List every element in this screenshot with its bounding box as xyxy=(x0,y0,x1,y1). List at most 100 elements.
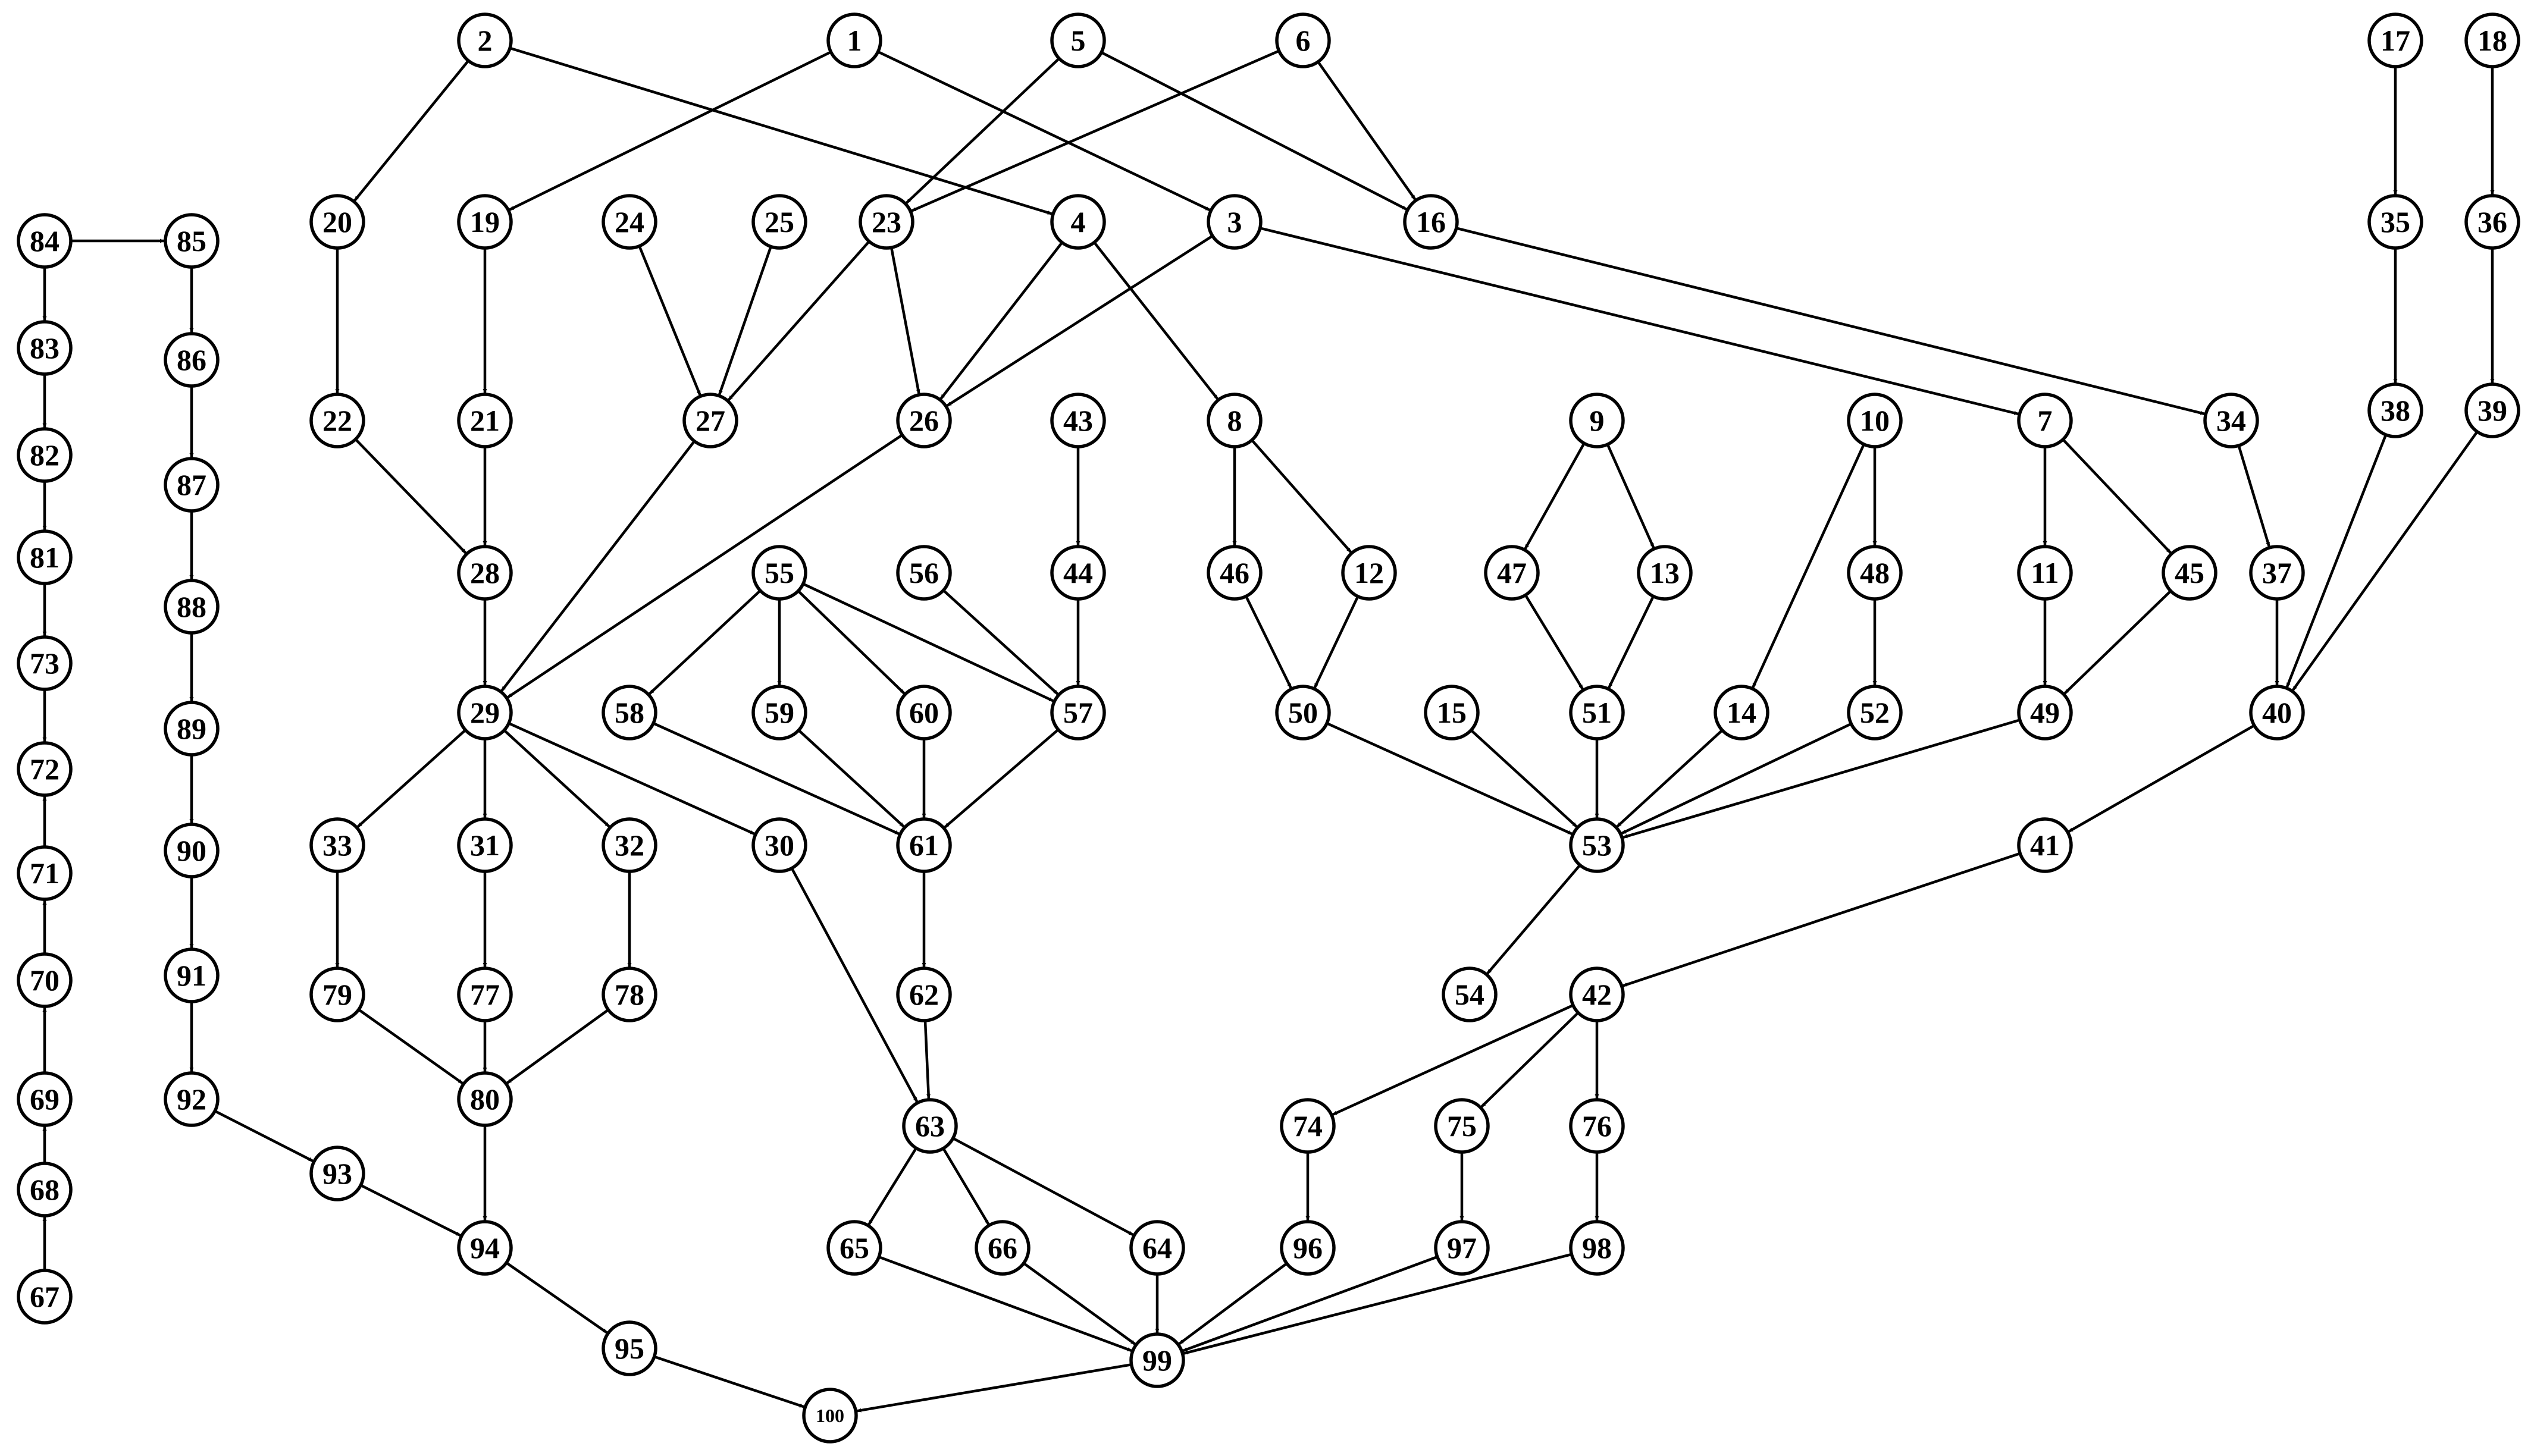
node-circle xyxy=(1207,545,1263,601)
node-label: 100 xyxy=(816,1405,844,1426)
node-label: 5 xyxy=(1071,24,1086,57)
node-label: 14 xyxy=(1727,696,1756,729)
node-circle xyxy=(896,967,952,1022)
edge-8-to-12 xyxy=(1251,439,1352,553)
node-circle xyxy=(457,967,513,1022)
node-circle xyxy=(1275,12,1331,68)
node-41: 41 xyxy=(2017,817,2073,873)
node-10: 10 xyxy=(1847,393,1903,448)
node-91: 91 xyxy=(164,947,220,1003)
node-label: 84 xyxy=(30,224,59,258)
node-label: 41 xyxy=(2030,829,2060,862)
node-label: 27 xyxy=(696,404,725,437)
node-circle xyxy=(17,741,73,797)
edge-41-to-42 xyxy=(1622,852,2021,987)
node-51: 51 xyxy=(1569,685,1625,740)
node-circle xyxy=(1050,685,1106,740)
node-circle xyxy=(1569,393,1625,448)
node-57: 57 xyxy=(1050,685,1106,740)
node-label: 50 xyxy=(1288,696,1318,729)
node-circle xyxy=(1847,393,1903,448)
node-label: 74 xyxy=(1293,1109,1323,1143)
node-label: 19 xyxy=(470,205,500,239)
node-label: 57 xyxy=(1063,696,1093,729)
node-label: 26 xyxy=(909,404,939,437)
node-67: 67 xyxy=(17,1269,73,1325)
node-circle xyxy=(457,685,513,740)
node-circle xyxy=(826,1220,882,1276)
node-circle xyxy=(309,817,365,873)
node-label: 31 xyxy=(470,829,500,862)
node-label: 47 xyxy=(1497,556,1527,589)
node-21: 21 xyxy=(457,393,513,448)
node-label: 8 xyxy=(1227,404,1242,437)
node-4: 4 xyxy=(1050,194,1106,250)
node-39: 39 xyxy=(2464,382,2520,438)
node-53: 53 xyxy=(1569,817,1625,873)
node-circle xyxy=(751,817,807,873)
node-65: 65 xyxy=(826,1220,882,1276)
edge-63-to-66 xyxy=(942,1147,990,1225)
node-13: 13 xyxy=(1637,545,1693,601)
node-circle xyxy=(1569,967,1625,1022)
node-16: 16 xyxy=(1403,194,1459,250)
node-label: 70 xyxy=(30,964,59,997)
node-47: 47 xyxy=(1484,545,1540,601)
edge-56-to-57 xyxy=(942,589,1059,695)
edge-9-to-13 xyxy=(1606,444,1655,548)
node-29: 29 xyxy=(457,685,513,740)
node-label: 75 xyxy=(1447,1109,1477,1143)
edge-34-to-37 xyxy=(2237,445,2270,547)
node-circle xyxy=(164,332,220,388)
edge-5-to-23 xyxy=(905,57,1060,205)
node-label: 4 xyxy=(1071,205,1086,239)
node-label: 2 xyxy=(478,24,493,57)
node-35: 35 xyxy=(2367,194,2423,250)
edge-38-to-40 xyxy=(2285,434,2388,688)
node-circle xyxy=(2017,545,2073,601)
node-label: 83 xyxy=(30,331,59,365)
node-label: 66 xyxy=(988,1231,1017,1264)
node-98: 98 xyxy=(1569,1220,1625,1276)
node-label: 95 xyxy=(615,1332,644,1365)
node-label: 73 xyxy=(30,647,59,680)
node-circle xyxy=(2017,817,2073,873)
node-circle xyxy=(309,194,365,250)
edge-27-to-29 xyxy=(500,440,696,692)
node-86: 86 xyxy=(164,332,220,388)
node-24: 24 xyxy=(602,194,657,250)
node-83: 83 xyxy=(17,320,73,376)
edge-98-to-99 xyxy=(1183,1253,1572,1355)
node-circle xyxy=(2464,382,2520,438)
node-circle xyxy=(1569,817,1625,873)
node-label: 44 xyxy=(1063,556,1093,589)
node-78: 78 xyxy=(602,967,657,1022)
node-circle xyxy=(164,1071,220,1127)
node-label: 11 xyxy=(2031,556,2059,589)
node-circle xyxy=(17,427,73,483)
node-circle xyxy=(164,701,220,757)
node-label: 85 xyxy=(177,224,206,258)
edge-49-to-53 xyxy=(1622,718,2021,839)
node-74: 74 xyxy=(1280,1098,1336,1154)
node-97: 97 xyxy=(1434,1220,1490,1276)
node-label: 28 xyxy=(470,556,500,589)
node-76: 76 xyxy=(1569,1098,1625,1154)
node-55: 55 xyxy=(751,545,807,601)
node-54: 54 xyxy=(1442,967,1498,1022)
node-label: 97 xyxy=(1447,1231,1477,1264)
node-79: 79 xyxy=(309,967,365,1022)
node-circle xyxy=(975,1220,1030,1276)
edge-22-to-28 xyxy=(354,438,467,554)
node-label: 40 xyxy=(2262,696,2292,729)
node-circle xyxy=(457,1220,513,1276)
node-circle xyxy=(17,845,73,901)
node-68: 68 xyxy=(17,1162,73,1217)
node-2: 2 xyxy=(457,12,513,68)
node-label: 13 xyxy=(1650,556,1680,589)
node-circle xyxy=(164,213,220,269)
node-label: 51 xyxy=(1582,696,1612,729)
node-label: 87 xyxy=(177,468,206,501)
node-circle xyxy=(2249,545,2305,601)
